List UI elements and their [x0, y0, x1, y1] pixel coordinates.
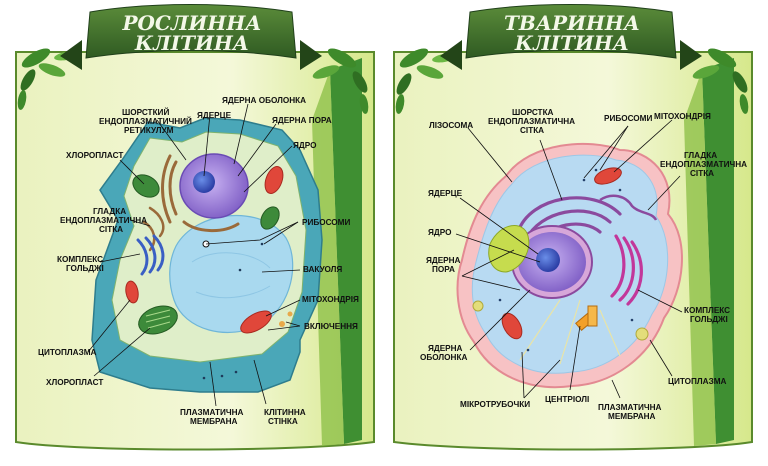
plant-board-stripe: [330, 58, 362, 444]
label-microtubules: МІКРОТРУБОЧКИ: [460, 400, 530, 409]
label-rough-er-1: ШОРСТКИЙ: [122, 106, 169, 117]
label-plant-nuclear-pore: ЯДЕРНА ПОРА: [272, 116, 332, 125]
label-nuclear-envelope-1: ЯДЕРНА: [428, 344, 463, 353]
plant-rough-er: [161, 154, 240, 232]
label-animal-smooth-er-1: ГЛАДКА: [684, 151, 717, 160]
label-animal-ribosomes: РИБОСОМИ: [604, 114, 652, 123]
animal-nucleolus: [536, 248, 560, 272]
animal-leaves-right: [692, 48, 749, 114]
label-nuclear-pore-2: ПОРА: [432, 265, 455, 274]
label-centrioles: ЦЕНТРІОЛІ: [545, 395, 589, 404]
animal-title-line1: ТВАРИННА: [504, 11, 640, 35]
label-animal-nucleus: ЯДРО: [428, 228, 452, 237]
label-plant-cytoplasm: ЦИТОПЛАЗМА: [38, 348, 97, 357]
plant-golgi: [136, 234, 165, 276]
label-plant-nucleus: ЯДРО: [293, 141, 317, 150]
label-cell-wall-2: СТІНКА: [268, 417, 298, 426]
label-animal-smooth-er-3: СІТКА: [690, 169, 714, 178]
label-animal-plasma-membrane-1: ПЛАЗМАТИЧНА: [598, 403, 662, 412]
animal-board: ТВАРИННА КЛІТИНА: [393, 4, 753, 451]
animal-labels: ШОРСТКА ЕНДОПЛАЗМАТИЧНА СІТКА ЛІЗОСОМА Р…: [420, 108, 747, 421]
animal-smooth-er: [599, 194, 658, 221]
plant-nucleolus: [193, 171, 215, 193]
label-animal-mitochondria: МІТОХОНДРІЯ: [654, 112, 711, 121]
label-animal-plasma-membrane-2: МЕМБРАНА: [608, 412, 656, 421]
label-animal-rough-er-1: ШОРСТКА: [512, 108, 554, 117]
label-plant-golgi-2: ГОЛЬДЖІ: [66, 264, 104, 273]
label-vacuole: ВАКУОЛЯ: [303, 265, 342, 274]
label-plant-nuclear-envelope: ЯДЕРНА ОБОЛОНКА: [222, 96, 306, 105]
label-rough-er-3: РЕТИКУЛУМ: [124, 126, 174, 135]
label-animal-golgi-2: ГОЛЬДЖІ: [690, 315, 728, 324]
plant-title-line1: РОСЛИННА: [121, 11, 261, 35]
label-plant-ribosomes: РИБОСОМИ: [302, 218, 350, 227]
label-nuclear-pore-1: ЯДЕРНА: [426, 256, 461, 265]
microtubules: [519, 299, 621, 365]
label-smooth-er-2: ЕНДОПЛАЗМАТИЧНА: [60, 216, 147, 225]
label-cell-wall-1: КЛІТИННА: [264, 408, 306, 417]
animal-mitochondria-2: [501, 312, 523, 340]
animal-mitochondria: [594, 167, 622, 185]
plant-cell: [91, 117, 323, 393]
chloroplast-top: [132, 174, 160, 198]
label-chloroplast-top: ХЛОРОПЛАСТ: [66, 151, 123, 160]
label-plant-mitochondria: МІТОХОНДРІЯ: [302, 295, 359, 304]
centrioles: [575, 305, 598, 331]
label-rough-er-2: ЕНДОПЛАЗМАТИЧНИЙ: [99, 115, 192, 126]
animal-title-line2: КЛІТИНА: [514, 31, 629, 55]
plant-leaves-right: [312, 48, 369, 114]
plant-mitochondria-3: [125, 280, 139, 304]
plant-title-line2: КЛІТИНА: [134, 31, 249, 55]
animal-cell: [456, 142, 683, 389]
label-smooth-er-1: ГЛАДКА: [93, 207, 126, 216]
label-animal-nucleolus: ЯДЕРЦЕ: [428, 189, 463, 198]
animal-title-banner: ТВАРИННА КЛІТИНА: [440, 4, 702, 70]
label-plant-nucleolus: ЯДЕРЦЕ: [197, 111, 232, 120]
label-animal-smooth-er-2: ЕНДОПЛАЗМАТИЧНА: [660, 160, 747, 169]
label-animal-cytoplasm: ЦИТОПЛАЗМА: [668, 377, 727, 386]
label-nuclear-envelope-2: ОБОЛОНКА: [420, 353, 467, 362]
plant-board: РОСЛИННА КЛІТИНА: [15, 4, 375, 451]
label-lysosome: ЛІЗОСОМА: [429, 121, 473, 130]
plant-labels: ШОРСТКИЙ ЕНДОПЛАЗМАТИЧНИЙ РЕТИКУЛУМ ЯДЕР…: [38, 96, 359, 426]
label-animal-rough-er-2: ЕНДОПЛАЗМАТИЧНА: [488, 117, 575, 126]
label-plant-plasma-membrane-2: МЕМБРАНА: [190, 417, 238, 426]
label-chloroplast-bottom: ХЛОРОПЛАСТ: [46, 378, 103, 387]
label-plant-plasma-membrane-1: ПЛАЗМАТИЧНА: [180, 408, 244, 417]
label-animal-golgi-1: КОМПЛЕКС: [684, 306, 730, 315]
animal-board-stripe: [702, 58, 734, 444]
label-smooth-er-3: СІТКА: [99, 225, 123, 234]
chloroplast-top-2: [260, 206, 280, 230]
label-inclusions: ВКЛЮЧЕННЯ: [304, 322, 358, 331]
plant-mitochondria-2: [264, 166, 284, 194]
animal-golgi: [610, 234, 643, 306]
animal-leader-lines: [455, 119, 683, 399]
chloroplast-bottom: [138, 305, 178, 335]
label-animal-rough-er-3: СІТКА: [520, 126, 544, 135]
label-plant-golgi-1: КОМПЛЕКС: [57, 255, 103, 264]
plant-title-banner: РОСЛИННА КЛІТИНА: [60, 4, 322, 70]
animal-ribosomes: [498, 168, 634, 352]
plant-leader-lines: [87, 103, 301, 407]
